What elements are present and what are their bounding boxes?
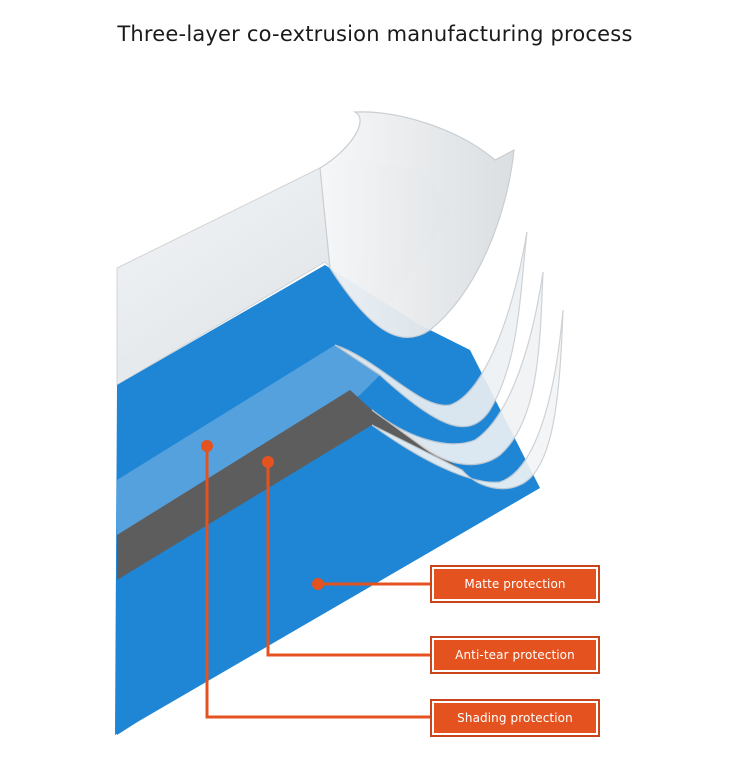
curl-layer-2 — [334, 231, 528, 428]
matte-protection-label: Matte protection — [430, 565, 600, 603]
callout-leaders — [205, 446, 430, 719]
shading-protection-label: Shading protection — [430, 699, 600, 737]
shading-dot — [201, 440, 213, 452]
diagram-title: Three-layer co-extrusion manufacturing p… — [117, 22, 633, 46]
callout-dots — [201, 440, 324, 590]
curl-layer-4 — [371, 309, 564, 490]
curl-layer-3 — [371, 271, 544, 466]
anti-tear-protection-label: Anti-tear protection — [430, 636, 600, 674]
shading-leader — [205, 446, 430, 719]
matte-dot — [312, 578, 324, 590]
anti-tear-leader — [266, 462, 430, 657]
lower-blue-layer — [117, 425, 500, 735]
translucent-strip — [117, 345, 380, 535]
anti-tear-dot — [262, 456, 274, 468]
curl-layer-1 — [319, 111, 515, 339]
